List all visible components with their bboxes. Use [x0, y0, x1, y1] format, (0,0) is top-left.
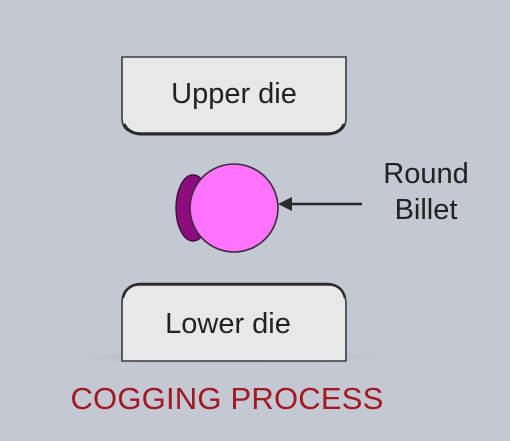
billet-label-line2: Billet — [394, 194, 458, 226]
upper-die-bottom-edge — [122, 123, 346, 136]
lower-die-top-edge — [121, 282, 347, 299]
billet-label-line1: Round — [383, 158, 469, 190]
billet-face — [189, 163, 279, 253]
upper-die — [121, 56, 347, 136]
round-billet — [175, 163, 279, 253]
lower-die-label: Lower die — [165, 308, 291, 340]
process-title: COGGING PROCESS — [70, 381, 384, 416]
upper-die-label: Upper die — [171, 78, 297, 110]
billet-label: Round Billet — [356, 156, 496, 228]
lower-die — [121, 282, 347, 362]
billet-arrow — [278, 197, 362, 211]
